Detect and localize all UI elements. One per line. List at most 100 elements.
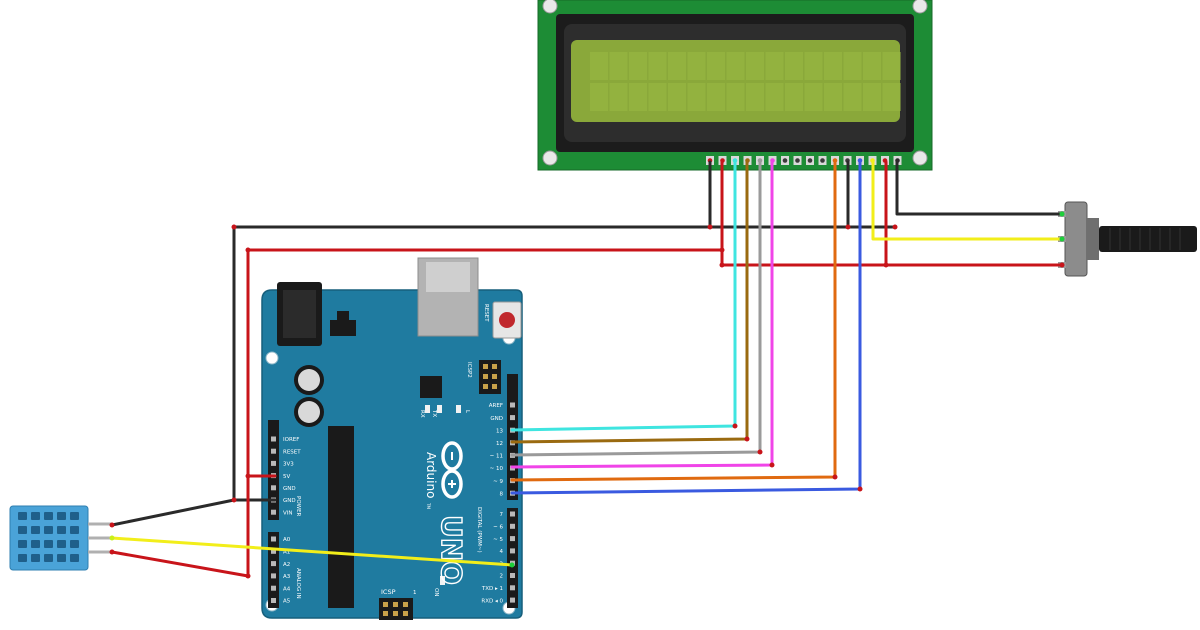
pin-label: ~ 9 — [493, 479, 503, 485]
sensor-vent — [31, 554, 40, 562]
board-pcb — [261, 289, 523, 619]
sensor-vent — [18, 554, 27, 562]
header-pin — [271, 436, 276, 442]
lcd-char-cell — [687, 83, 706, 111]
icsp2-header — [479, 360, 501, 394]
icsp-pin1-label: 1 — [413, 590, 417, 596]
wire-dht-data — [110, 536, 514, 567]
arduino-brand-text: Arduino — [424, 452, 438, 498]
pin-label: GND — [283, 498, 296, 504]
icsp2-label: ICSP2 — [466, 362, 472, 378]
lcd-char-cell — [765, 52, 784, 80]
sensor-vent — [57, 540, 66, 548]
header-pin — [510, 415, 515, 421]
lcd-char-cell — [687, 52, 706, 80]
sensor-vent — [44, 540, 53, 548]
lcd-char-cell — [609, 52, 628, 80]
pot-nut — [1087, 218, 1099, 260]
sensor-vent — [44, 512, 53, 520]
pin-label: 4 — [500, 549, 504, 555]
on-led — [440, 576, 445, 585]
uno-model-text: UNO — [435, 515, 468, 585]
wire-gnd — [110, 498, 277, 527]
wires — [109, 160, 1065, 579]
pin-label: IOREF — [283, 437, 299, 443]
wire-enable — [510, 160, 837, 482]
pin-label: 12 — [496, 441, 503, 447]
arduino-tm: TM — [426, 502, 431, 509]
usb-chip — [420, 376, 442, 398]
usb-connector-face — [426, 262, 470, 292]
pin-label: RXD ◂ 0 — [481, 598, 503, 604]
arduino-logo — [441, 441, 463, 499]
header-pin — [271, 485, 276, 491]
power-jack-inner — [283, 290, 316, 338]
lcd-pin-contact — [807, 158, 813, 163]
regulator-tab — [337, 311, 349, 320]
pin-label: A2 — [283, 562, 290, 568]
sensor-vent — [57, 526, 66, 534]
sensor-grille — [18, 512, 79, 562]
lcd-mounting-hole — [912, 150, 928, 166]
lcd-char-cell — [882, 83, 901, 111]
lcd-mounting-hole — [542, 150, 558, 166]
header-pin — [510, 597, 515, 603]
wire-contrast — [871, 160, 1064, 241]
pot-body — [1064, 201, 1088, 277]
lcd-char-cell — [726, 83, 745, 111]
lcd-pin-contact — [820, 158, 825, 163]
pin-label: 13 — [496, 428, 503, 434]
l-label: L — [464, 410, 470, 414]
header-pin — [271, 460, 276, 466]
pin-label: 7 — [500, 512, 504, 518]
potentiometer — [1058, 201, 1197, 277]
digital-group-label: DIGITAL (PWM~) — [476, 507, 482, 553]
lcd-char-cell — [668, 83, 686, 111]
digital-header-top — [507, 374, 518, 500]
pin-label: ~ 10 — [490, 466, 504, 472]
wire-d4 — [510, 160, 774, 469]
pin-label: ~ 5 — [493, 537, 503, 543]
pin-label: GND — [490, 416, 503, 422]
lcd-mounting-hole — [912, 0, 928, 14]
sensor-vent — [18, 512, 27, 520]
lcd-char-cell — [785, 52, 803, 80]
lcd-char-cell — [882, 52, 901, 80]
lcd-char-cell — [726, 52, 745, 80]
analog-header — [268, 532, 279, 608]
pin-label: AREF — [489, 403, 503, 409]
lcd-char-cell — [746, 83, 764, 111]
wire-gnd — [895, 160, 1064, 216]
header-pin — [510, 402, 515, 408]
pin-label: A4 — [283, 586, 291, 592]
header-pin — [510, 523, 515, 529]
lcd-char-cell — [590, 52, 608, 80]
wire-d6 — [510, 160, 749, 444]
header-pin — [510, 548, 515, 554]
pot-shaft — [1099, 226, 1197, 252]
pin-label: 8 — [500, 491, 504, 497]
sensor-vent — [70, 554, 79, 562]
lcd-char-cell — [785, 83, 803, 111]
pin-label: 5V — [283, 474, 290, 480]
pin-label: ~ 11 — [490, 454, 503, 460]
lcd-char-cell — [668, 52, 686, 80]
atmega-chip — [328, 426, 354, 608]
header-pin — [271, 536, 276, 542]
icsp-header — [379, 598, 413, 620]
lcd-char-cell — [765, 83, 784, 111]
dht11-sensor — [9, 505, 112, 571]
reset-label: RESET — [483, 304, 489, 322]
tx-label: TX — [431, 409, 437, 417]
header-pin — [271, 561, 276, 567]
l-led — [456, 405, 461, 413]
capacitor-top — [298, 401, 320, 423]
lcd-16x2-module — [537, 0, 933, 171]
lcd-char-cell — [824, 52, 842, 80]
lcd-char-cell — [629, 83, 647, 111]
mounting-hole — [265, 351, 279, 365]
sensor-vent — [31, 512, 40, 520]
digital-header-bottom — [507, 508, 518, 608]
sensor-vent — [44, 526, 53, 534]
